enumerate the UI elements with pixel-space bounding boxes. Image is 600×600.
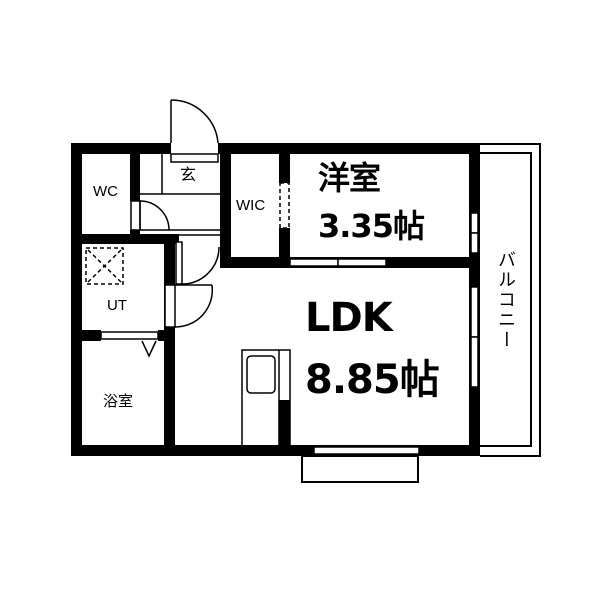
wc-door [130,200,170,231]
room-label-wic: WIC [236,197,266,214]
balcony-outline [480,143,541,457]
room-label-western: 洋室 [318,159,381,197]
room-size-western: 3.35帖 [318,207,425,245]
room-label-bath: 浴室 [103,393,134,410]
room-label-entrance: 玄 [180,167,197,184]
entrance-door [170,99,219,144]
room-size-ldk: 8.85帖 [305,357,440,403]
room-label-balcony: バルコニー [495,250,516,350]
wic-door [279,182,290,229]
room-label-ut: UT [107,297,127,314]
washer-space [85,247,124,285]
room-label-wc: WC [93,183,118,200]
bath-door-marker [141,340,157,358]
kitchen-counter [241,349,291,447]
bay-window [301,455,419,483]
windows [100,153,479,455]
ut-doors [164,241,220,328]
entrance-hall-lines [140,154,220,236]
room-label-ldk: LDK [305,295,393,341]
